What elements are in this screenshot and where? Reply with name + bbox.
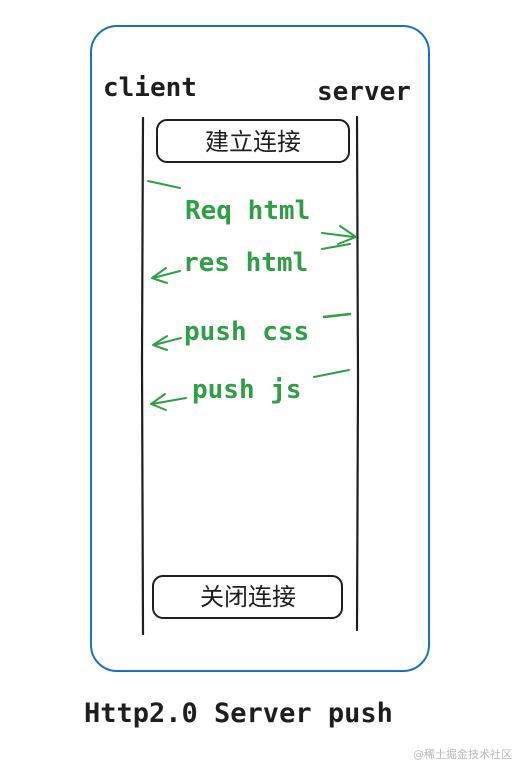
res-html-label: res html <box>183 248 308 278</box>
push-js-label: push js <box>192 375 302 405</box>
res-html-arrow <box>151 267 181 284</box>
req-html-tail <box>147 180 181 189</box>
push-css-label: push css <box>184 317 309 347</box>
res-html-tail <box>321 243 351 250</box>
open-connection-box <box>156 119 350 163</box>
push-js-tail <box>313 369 350 378</box>
close-connection-label: 关闭连接 <box>200 583 296 611</box>
watermark: @稀土掘金技术社区 <box>413 747 512 761</box>
req-html-arrow <box>321 225 357 245</box>
server-label: server <box>317 77 411 107</box>
client-label: client <box>103 73 197 103</box>
diagram-caption: Http2.0 Server push <box>84 698 393 729</box>
push-js-arrow <box>150 393 187 411</box>
push-css-arrow <box>152 335 182 351</box>
req-html-label: Req html <box>185 196 310 226</box>
push-css-tail <box>322 312 352 319</box>
close-connection-box <box>152 575 343 619</box>
client-lifeline <box>140 116 145 636</box>
open-connection-label: 建立连接 <box>205 128 301 156</box>
diagram-frame <box>90 25 430 672</box>
server-lifeline <box>355 115 360 632</box>
